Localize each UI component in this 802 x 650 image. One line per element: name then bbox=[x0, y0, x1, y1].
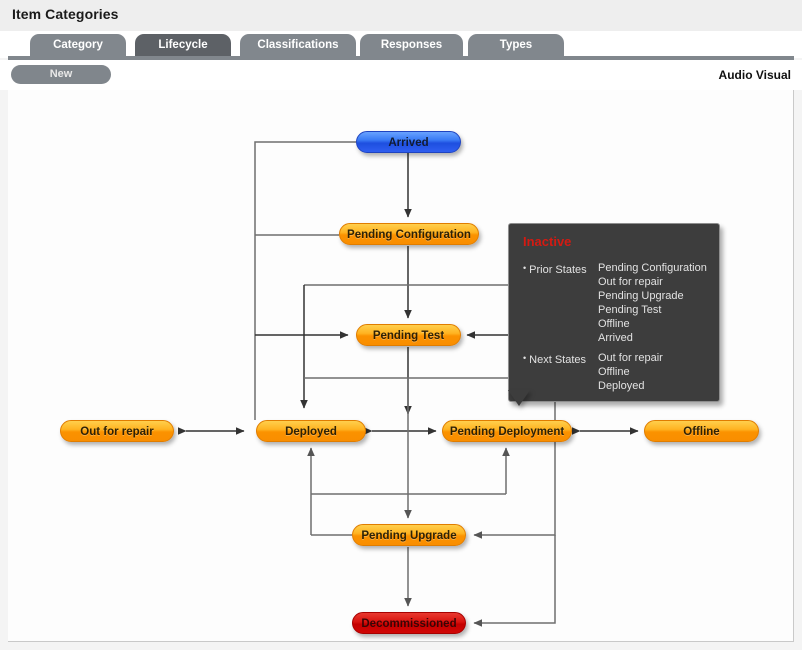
tooltip-value: Offline bbox=[598, 366, 630, 378]
tooltip-group-label: Next States bbox=[523, 351, 586, 367]
state-node-out-for-repair[interactable]: Out for repair bbox=[60, 420, 174, 442]
tooltip-value: Pending Configuration bbox=[598, 262, 707, 274]
category-context-label: Audio Visual bbox=[718, 68, 791, 82]
tooltip-pointer-icon bbox=[508, 390, 530, 406]
tab-lifecycle[interactable]: Lifecycle bbox=[135, 34, 231, 58]
connector-layer bbox=[178, 141, 639, 627]
state-node-deployed[interactable]: Deployed bbox=[256, 420, 366, 442]
state-node-offline[interactable]: Offline bbox=[644, 420, 759, 442]
tooltip-value: Arrived bbox=[598, 332, 633, 344]
state-node-pending-test[interactable]: Pending Test bbox=[356, 324, 461, 346]
new-button[interactable]: New bbox=[11, 65, 111, 84]
tooltip-group-label: Prior States bbox=[523, 261, 586, 277]
state-node-arrived[interactable]: Arrived bbox=[356, 131, 461, 153]
page-title: Item Categories bbox=[12, 6, 119, 22]
tab-classifications[interactable]: Classifications bbox=[240, 34, 356, 58]
state-node-decommissioned[interactable]: Decommissioned bbox=[352, 612, 466, 634]
tab-category[interactable]: Category bbox=[30, 34, 126, 58]
tooltip-value: Offline bbox=[598, 318, 630, 330]
tab-responses[interactable]: Responses bbox=[360, 34, 463, 58]
tooltip-value: Out for repair bbox=[598, 352, 663, 364]
tooltip-value: Out for repair bbox=[598, 276, 663, 288]
title-bar: Item Categories bbox=[0, 0, 802, 31]
state-node-pending-configuration[interactable]: Pending Configuration bbox=[339, 223, 479, 245]
tab-underline bbox=[8, 56, 794, 60]
state-node-pending-deployment[interactable]: Pending Deployment bbox=[442, 420, 572, 442]
state-node-pending-upgrade[interactable]: Pending Upgrade bbox=[352, 524, 466, 546]
tooltip-value: Pending Test bbox=[598, 304, 662, 316]
state-tooltip: Inactive Prior States Pending Configurati… bbox=[508, 223, 720, 402]
tooltip-value: Deployed bbox=[598, 380, 645, 392]
tooltip-value: Pending Upgrade bbox=[598, 290, 684, 302]
tab-types[interactable]: Types bbox=[468, 34, 564, 58]
tooltip-title: Inactive bbox=[523, 234, 572, 249]
toolbar: New Audio Visual bbox=[0, 60, 802, 90]
